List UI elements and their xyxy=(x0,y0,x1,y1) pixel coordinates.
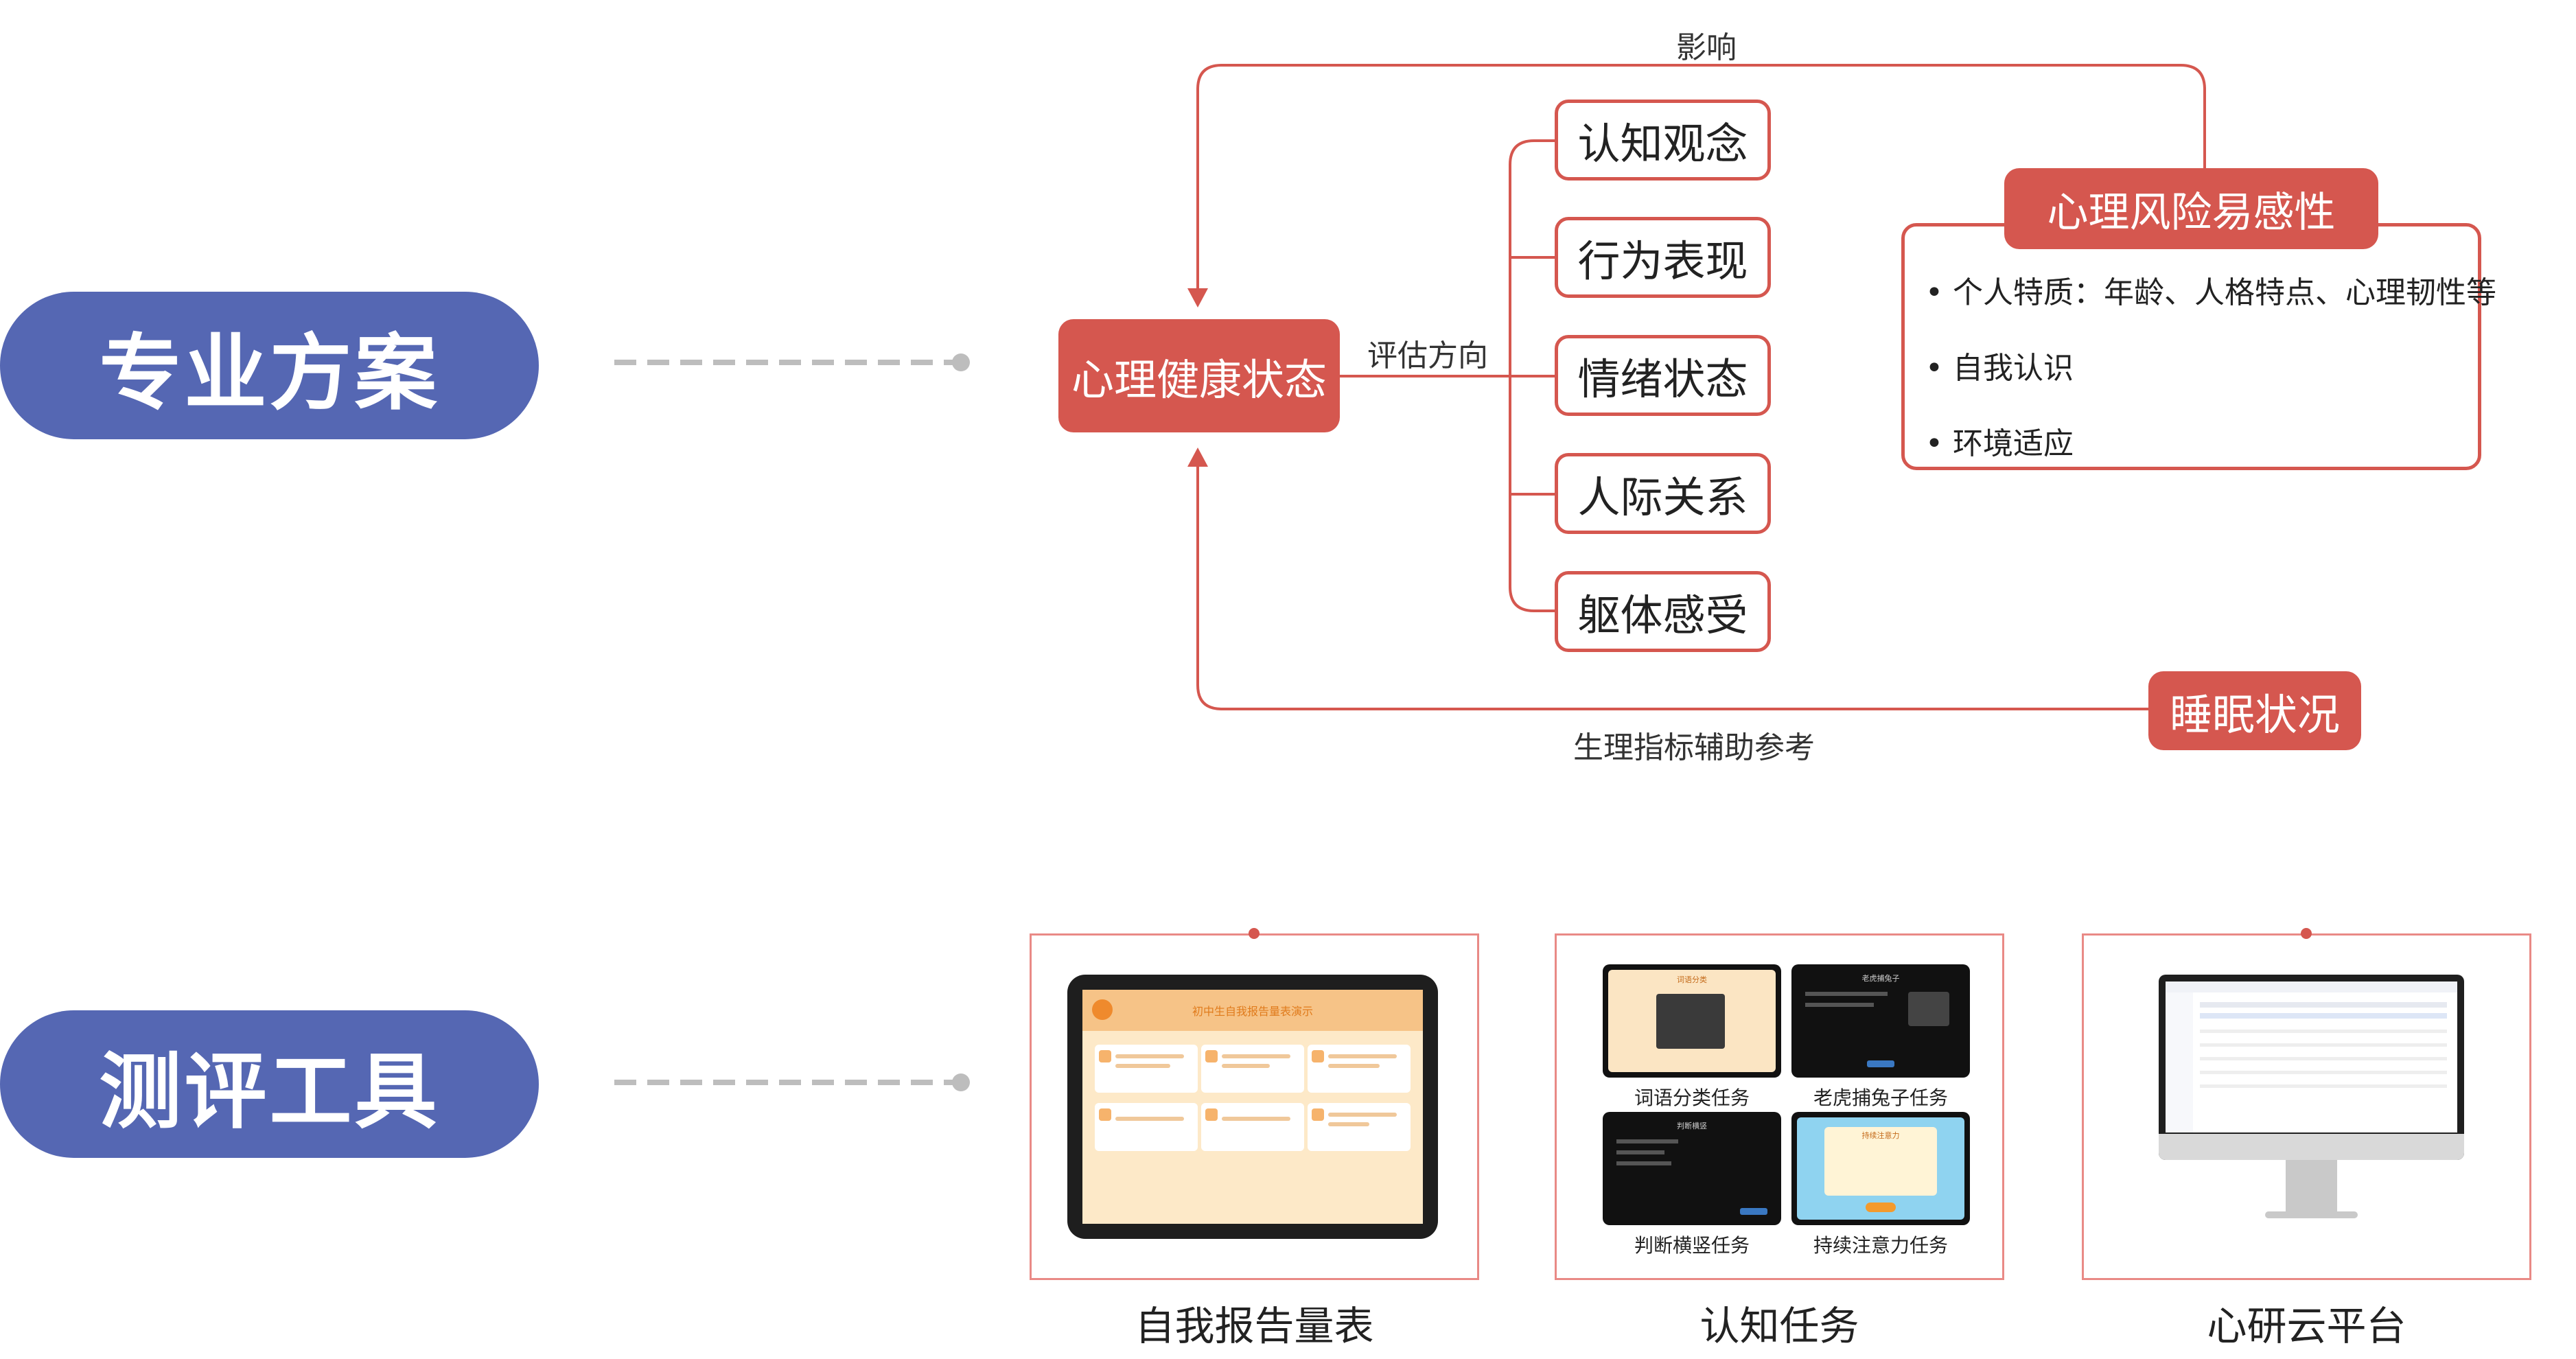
connector-dot-professional xyxy=(952,353,970,371)
card-text-line xyxy=(1222,1064,1270,1068)
risk-item: • 个人特质：年龄、人格特点、心理韧性等 xyxy=(1925,275,2496,310)
task-button xyxy=(1740,1208,1767,1215)
physio-arrow xyxy=(1196,467,2148,710)
task-button xyxy=(1867,1060,1894,1067)
dimension-cognition: 认知观念 xyxy=(1555,100,1771,181)
task-screen: 持续注意力 xyxy=(1797,1117,1964,1220)
task-screen-title: 老虎捕兔子 xyxy=(1861,974,1900,983)
scale-card xyxy=(1201,1045,1304,1093)
card-text-line xyxy=(1328,1064,1380,1068)
card-icon xyxy=(1099,1108,1111,1121)
eval-direction-label: 评估方向 xyxy=(1367,338,1488,373)
screen-topbar xyxy=(2166,982,2457,992)
card-text-line xyxy=(1328,1113,1397,1117)
tool-label-platform: 心研云平台 xyxy=(2207,1303,2406,1349)
tool-label-self-report: 自我报告量表 xyxy=(1135,1303,1374,1349)
screen-toolbar xyxy=(2200,1013,2447,1019)
scale-card xyxy=(1308,1045,1411,1093)
task-label: 老虎捕兔子任务 xyxy=(1813,1087,1948,1109)
screen-table-row xyxy=(2200,1057,2447,1060)
monitor-chin xyxy=(2159,1134,2464,1160)
screen-sidebar xyxy=(2166,992,2193,1132)
task-panel xyxy=(1908,992,1949,1026)
task-label: 持续注意力任务 xyxy=(1813,1234,1948,1257)
task-screen-title: 判断横竖 xyxy=(1677,1122,1707,1130)
card-icon xyxy=(1205,1050,1218,1062)
task-text-line xyxy=(1805,1003,1874,1007)
scale-card xyxy=(1201,1103,1304,1151)
monitor-image xyxy=(2159,975,2464,1160)
task-text-line xyxy=(1805,992,1888,996)
influence-label: 影响 xyxy=(1676,30,1737,65)
card-text-line xyxy=(1115,1117,1184,1121)
task-screen: 词语分类 xyxy=(1608,970,1776,1072)
tablet-image: 初中生自我报告量表演示 xyxy=(1067,975,1438,1239)
screen-table-row xyxy=(2200,1043,2447,1047)
task-text-line xyxy=(1616,1161,1671,1165)
screen-table-row xyxy=(2200,1071,2447,1074)
dimension-somatic: 躯体感受 xyxy=(1555,571,1771,652)
task-thumb-horizontal-vertical: 判断横竖 xyxy=(1603,1112,1781,1225)
monitor-stand xyxy=(2286,1160,2337,1211)
risk-panel xyxy=(1901,223,2481,470)
dimension-relationship: 人际关系 xyxy=(1555,453,1771,534)
dimension-behavior: 行为表现 xyxy=(1555,217,1771,298)
task-screen-title: 词语分类 xyxy=(1677,975,1707,984)
risk-item: • 环境适应 xyxy=(1925,426,2074,461)
physio-label: 生理指标辅助参考 xyxy=(1573,730,1815,765)
tool-frame-dot xyxy=(2301,928,2312,939)
card-icon xyxy=(1312,1050,1324,1062)
risk-title: 心理风险易感性 xyxy=(2004,168,2378,249)
card-icon xyxy=(1312,1108,1324,1121)
task-label: 判断横竖任务 xyxy=(1634,1234,1750,1257)
pill-tools: 测评工具 xyxy=(0,1010,539,1158)
card-text-line xyxy=(1115,1064,1170,1068)
screen-table-row xyxy=(2200,1084,2447,1088)
tool-frame-dot xyxy=(1249,928,1260,939)
card-icon xyxy=(1205,1108,1218,1121)
risk-list: • 个人特质：年龄、人格特点、心理韧性等 • 自我认识 • 环境适应 xyxy=(1925,268,2496,494)
screen-filter-bar xyxy=(2200,1002,2447,1008)
tablet-screen: 初中生自我报告量表演示 xyxy=(1082,990,1423,1224)
card-text-line xyxy=(1222,1054,1290,1058)
influence-arrow xyxy=(1196,64,2206,288)
monitor-screen xyxy=(2166,982,2457,1132)
tool-label-cognitive: 认知任务 xyxy=(1699,1303,1859,1349)
card-text-line xyxy=(1328,1122,1369,1126)
task-thumb-tiger-rabbit: 老虎捕兔子 xyxy=(1791,964,1970,1078)
center-node: 心理健康状态 xyxy=(1058,319,1340,432)
task-panel xyxy=(1656,994,1725,1049)
task-thumb-sustained-attention: 持续注意力 xyxy=(1791,1112,1970,1225)
sleep-node: 睡眠状况 xyxy=(2148,671,2361,750)
task-panel: 持续注意力 xyxy=(1824,1127,1937,1196)
tablet-header: 初中生自我报告量表演示 xyxy=(1082,990,1423,1031)
monitor-base xyxy=(2265,1211,2358,1218)
screen-table-row xyxy=(2200,1030,2447,1033)
scale-card xyxy=(1308,1103,1411,1151)
task-screen-title: 持续注意力 xyxy=(1861,1131,1900,1140)
connector-dot-tools xyxy=(952,1073,970,1091)
task-text-line xyxy=(1616,1139,1678,1143)
task-button xyxy=(1866,1203,1896,1212)
card-text-line xyxy=(1115,1054,1184,1058)
task-text-line xyxy=(1616,1150,1664,1154)
influence-arrowhead xyxy=(1187,288,1208,307)
risk-item: • 自我认识 xyxy=(1925,351,2074,386)
tablet-title: 初中生自我报告量表演示 xyxy=(1192,1005,1313,1018)
task-thumb-word-classification: 词语分类 xyxy=(1603,964,1781,1078)
back-icon xyxy=(1092,999,1113,1020)
card-icon xyxy=(1099,1050,1111,1062)
dimension-emotion: 情绪状态 xyxy=(1555,335,1771,416)
physio-arrowhead xyxy=(1187,448,1208,467)
card-text-line xyxy=(1222,1117,1290,1121)
scale-card xyxy=(1095,1103,1198,1151)
card-text-line xyxy=(1328,1054,1397,1058)
scale-card xyxy=(1095,1045,1198,1093)
task-label: 词语分类任务 xyxy=(1634,1087,1750,1109)
pill-professional: 专业方案 xyxy=(0,292,539,439)
